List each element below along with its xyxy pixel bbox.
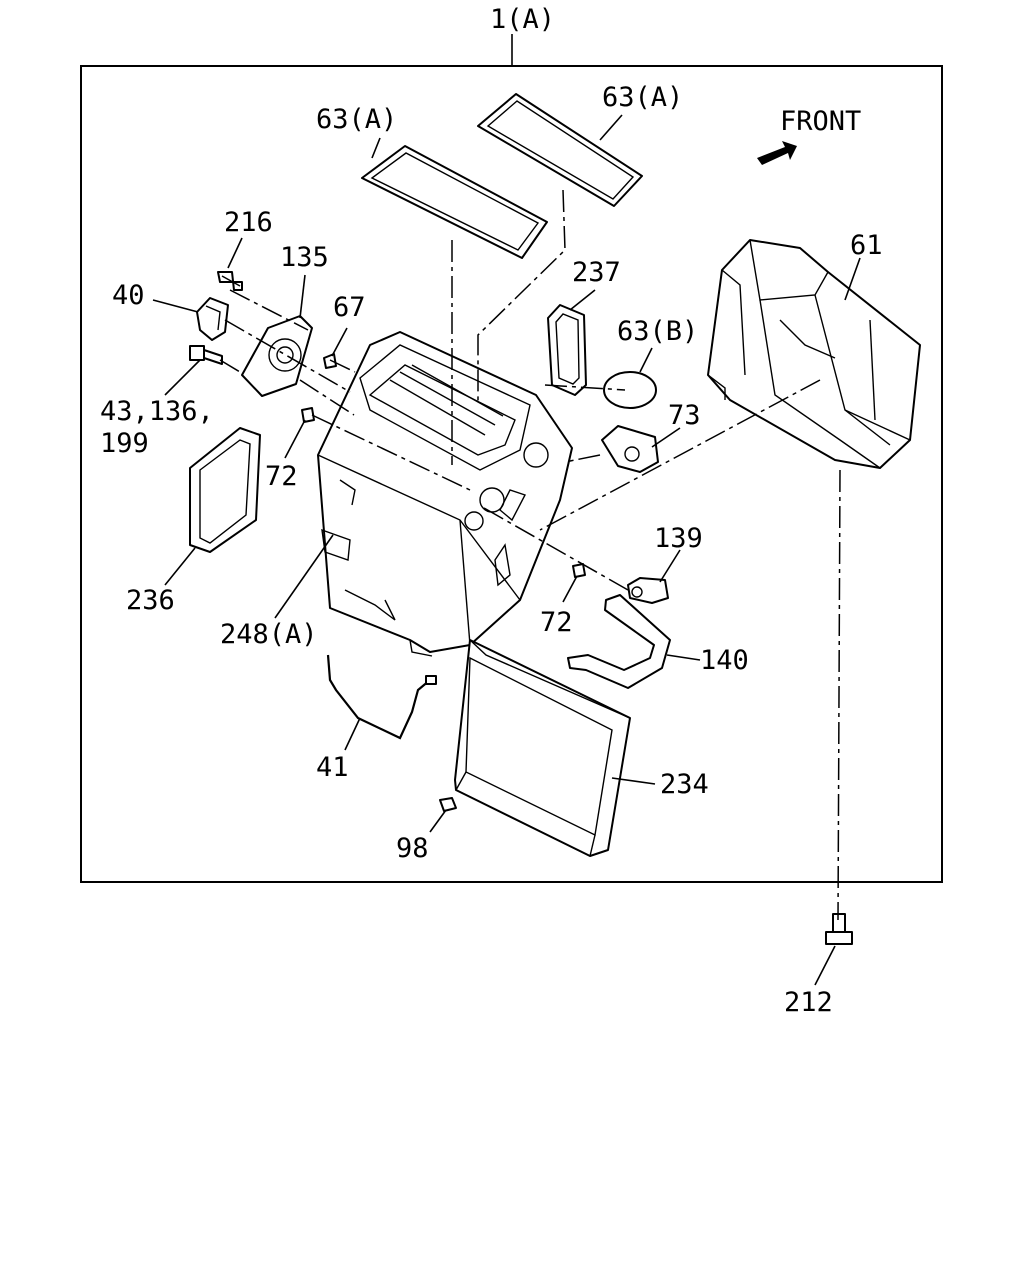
pipe-140	[567, 594, 671, 689]
clip-72-right	[572, 563, 586, 578]
leader-line	[844, 257, 861, 301]
leader-line	[164, 359, 201, 396]
cover-61	[707, 239, 921, 469]
bracket-73	[601, 425, 659, 473]
callout-40: 40	[112, 280, 145, 311]
leader-line	[666, 654, 701, 661]
callout-237: 237	[572, 257, 621, 288]
clip-67	[323, 353, 337, 369]
callout-72-right: 72	[540, 607, 573, 638]
clip-72-left	[301, 407, 315, 423]
callout-41: 41	[316, 752, 349, 783]
align-line	[564, 454, 601, 463]
leader-line	[227, 237, 243, 269]
assembly-label: 1(A)	[490, 4, 555, 35]
align-line	[544, 384, 626, 391]
callout-73: 73	[668, 400, 701, 431]
callout-212: 212	[784, 987, 833, 1018]
motor-40	[196, 297, 229, 341]
callout-236: 236	[126, 585, 175, 616]
callout-216: 216	[224, 207, 273, 238]
align-line	[224, 319, 351, 393]
callout-63a-right: 63(A)	[602, 82, 683, 113]
seal-63b	[603, 371, 657, 409]
align-line	[539, 379, 821, 531]
callout-248a: 248(A)	[220, 619, 318, 650]
callout-199: 199	[100, 428, 149, 459]
gasket-63a-right	[477, 93, 643, 207]
leader-line	[331, 327, 348, 357]
leader-line	[274, 534, 334, 619]
callout-140: 140	[700, 645, 749, 676]
callout-135: 135	[280, 242, 329, 273]
front-arrow-icon	[757, 141, 797, 165]
filter-pad-237	[547, 304, 587, 396]
align-line	[219, 359, 241, 373]
gasket-63a-left	[361, 145, 548, 259]
leader-line	[599, 114, 623, 141]
align-line	[477, 189, 566, 405]
actuator-135	[241, 315, 313, 397]
leader-line	[611, 777, 656, 785]
heater-case-main	[317, 331, 573, 657]
leader-line	[164, 547, 196, 586]
leader-line	[639, 347, 653, 373]
front-label: FRONT	[780, 106, 861, 137]
bolt-43	[189, 345, 223, 365]
leader-line	[651, 427, 681, 448]
valve-139	[627, 577, 669, 604]
sensor-41	[326, 654, 437, 740]
callout-72-left: 72	[265, 461, 298, 492]
leader-line	[371, 137, 381, 159]
callout-63b: 63(B)	[617, 316, 698, 347]
leader-line	[152, 299, 199, 313]
align-line	[483, 507, 629, 591]
callout-67: 67	[333, 292, 366, 323]
leader-line	[814, 945, 836, 986]
callout-43-136: 43,136,	[100, 396, 214, 427]
callout-139: 139	[654, 523, 703, 554]
callout-63a-left: 63(A)	[316, 104, 397, 135]
align-line	[329, 359, 356, 373]
evaporator-234	[454, 639, 631, 857]
leader-line	[299, 274, 306, 319]
leader-line	[569, 289, 596, 311]
align-line	[299, 379, 355, 416]
seal-236	[189, 427, 261, 553]
callout-61: 61	[850, 230, 883, 261]
align-line	[229, 289, 309, 331]
leader-line	[284, 419, 306, 459]
leader-line	[659, 549, 681, 583]
leader-line	[344, 717, 361, 751]
callout-234: 234	[660, 769, 709, 800]
screw-216	[217, 271, 243, 291]
leader-line	[429, 809, 447, 833]
align-line	[311, 414, 471, 491]
callout-98: 98	[396, 833, 429, 864]
align-line	[837, 469, 841, 921]
clip-98	[439, 797, 457, 812]
bolt-212	[825, 913, 853, 945]
leader-line	[562, 575, 578, 603]
